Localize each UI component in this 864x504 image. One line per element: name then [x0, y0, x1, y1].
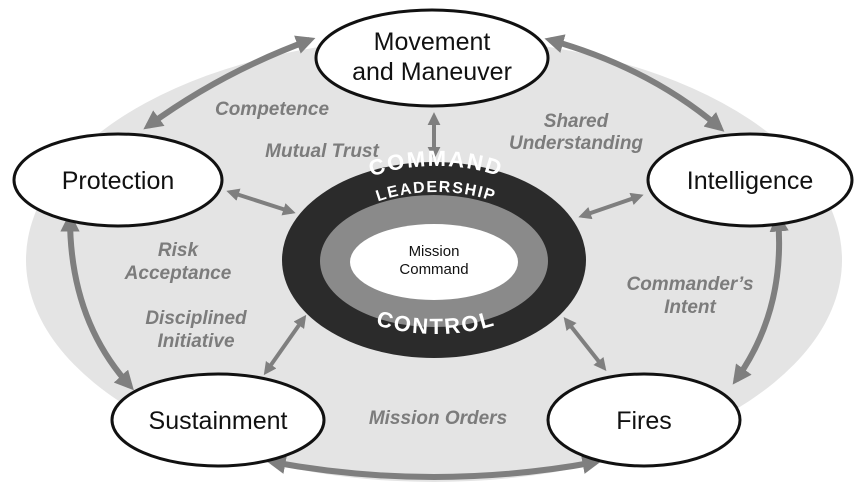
principle-disciplined-line1: Disciplined [145, 308, 247, 329]
principle-risk-line1: Risk [158, 240, 200, 261]
arrow-core-protection [226, 188, 296, 216]
principle-competence: Competence [215, 99, 329, 120]
arrow-core-fires [563, 316, 607, 372]
node-movement-line2: and Maneuver [352, 58, 512, 86]
arrow-core-intelligence [578, 192, 644, 220]
arrow-sustainment-fires [266, 455, 602, 480]
node-fires: Fires [546, 372, 742, 468]
core-command-inner-label: Command [399, 261, 468, 278]
core-inner [350, 224, 518, 300]
core-mission-label: Mission [409, 243, 460, 260]
principle-shared-line1: Shared [544, 111, 609, 132]
arrow-protection-sustainment [60, 212, 134, 391]
principle-disciplined-line2: Initiative [157, 331, 235, 352]
arrow-intelligence-fires [732, 212, 789, 385]
node-sustainment: Sustainment [110, 372, 326, 468]
node-movement-line1: Movement [374, 28, 491, 56]
arrow-protection-movement [143, 35, 316, 130]
node-intelligence-label: Intelligence [687, 167, 813, 195]
principle-commanders-line2: Intent [664, 297, 716, 318]
principle-mutual-trust: Mutual Trust [265, 141, 379, 162]
principle-shared-line2: Understanding [509, 133, 643, 154]
arrow-movement-intelligence [544, 34, 725, 132]
principle-commanders-line1: Commander’s [626, 274, 753, 295]
principle-risk-line2: Acceptance [124, 263, 232, 284]
node-movement-and-maneuver: Movement and Maneuver [314, 8, 550, 108]
node-sustainment-label: Sustainment [149, 407, 288, 435]
node-protection: Protection [12, 132, 224, 228]
principle-mission-orders: Mission Orders [369, 408, 507, 429]
arrow-core-sustainment [263, 314, 307, 376]
node-intelligence: Intelligence [646, 132, 854, 228]
node-protection-label: Protection [62, 167, 175, 195]
node-fires-label: Fires [616, 407, 672, 435]
